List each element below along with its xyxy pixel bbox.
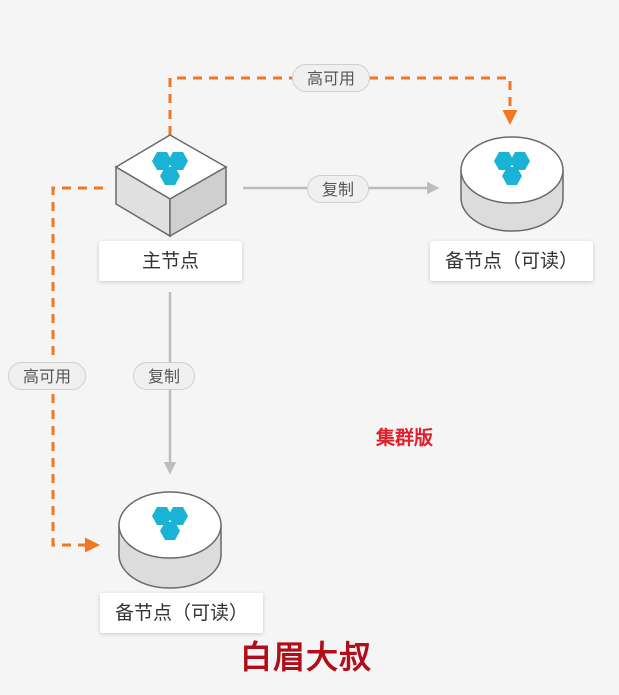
cluster-edition-caption: 集群版	[376, 427, 434, 449]
primary-node-label: 主节点	[99, 241, 242, 281]
ha-left-edge-label: 高可用	[8, 362, 87, 390]
hexagon-cluster-icon	[152, 152, 188, 185]
replica-bottom-node-label: 备节点（可读）	[100, 593, 263, 633]
hexagon-cluster-icon	[494, 152, 530, 185]
replica-node-bottom-cylinder	[118, 491, 222, 589]
replicate-right-edge-label: 复制	[307, 175, 370, 203]
ha-top-edge-label: 高可用	[292, 64, 371, 92]
watermark-text: 白眉大叔	[240, 638, 373, 676]
replica-right-node-label: 备节点（可读）	[430, 241, 593, 281]
replicate-down-edge-label: 复制	[133, 362, 196, 390]
hexagon-cluster-icon	[152, 507, 188, 540]
replica-node-right-cylinder	[460, 136, 564, 232]
primary-node-cube	[114, 134, 228, 238]
